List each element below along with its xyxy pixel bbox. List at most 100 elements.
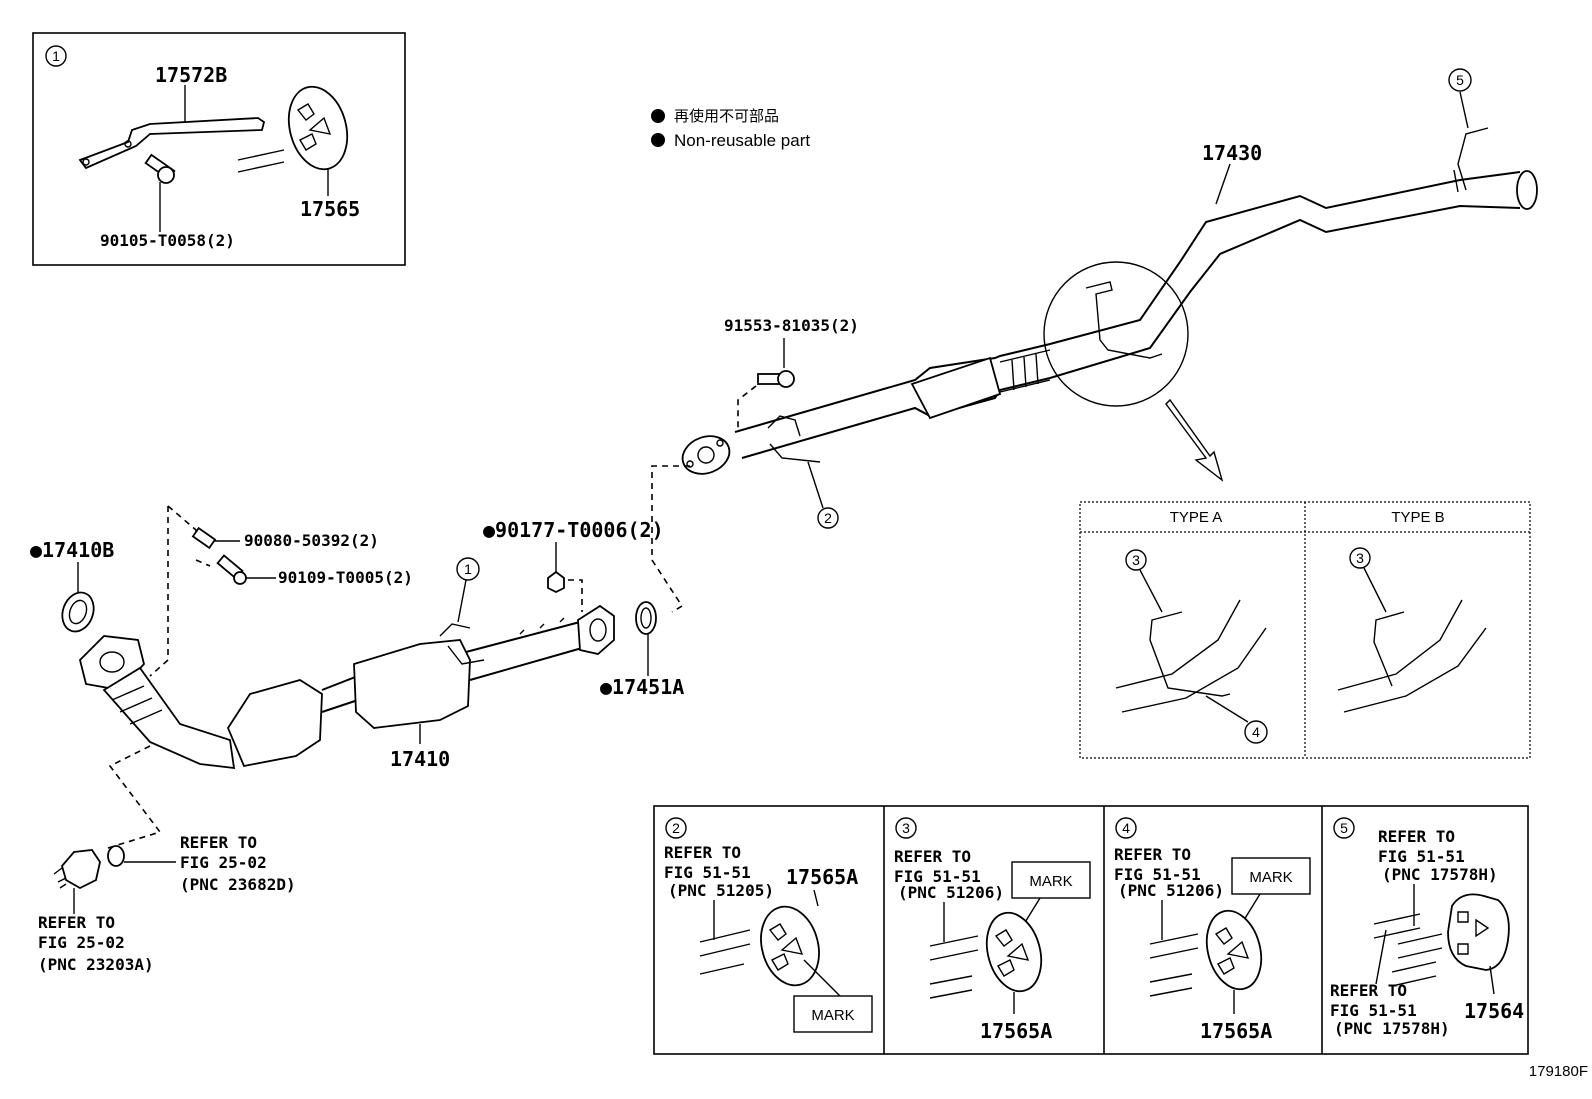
center-catalyst — [910, 356, 1002, 420]
type-b-hanger — [1373, 611, 1405, 687]
b3-rod — [929, 989, 973, 999]
leader-callout-1 — [457, 579, 467, 623]
sensor-refer-l2: FIG 25-02 — [180, 853, 267, 872]
figure-id: 179180F — [1529, 1063, 1588, 1080]
sensor-wires — [53, 867, 67, 889]
dash-stud — [167, 505, 211, 567]
type-b-header: TYPE B — [1391, 509, 1444, 526]
label-17572B: 17572B — [155, 63, 227, 87]
b3-rod — [929, 935, 979, 947]
flex-section — [999, 349, 1051, 393]
type-a-hanger — [1149, 611, 1231, 697]
bolt-head — [157, 166, 175, 184]
nut-90177 — [547, 570, 565, 594]
tail-hanger-2 — [767, 415, 821, 463]
main-catalyst — [353, 639, 471, 729]
callout-3-type-b — [1349, 547, 1371, 569]
leader-4-a — [1205, 695, 1249, 723]
callout-3-type-b-label: 3 — [1356, 550, 1364, 566]
dash-nut — [568, 579, 583, 612]
b5-rod — [1397, 933, 1443, 945]
callout-1-main — [456, 557, 480, 581]
rear-flange-bore — [589, 618, 607, 642]
gasket-17410B — [61, 591, 95, 633]
b5-refer-l3: (PNC 17578H) — [1382, 865, 1498, 884]
b2-part: 17565A — [786, 865, 858, 889]
b3-mark-box — [1011, 861, 1091, 899]
rear-flange — [577, 604, 615, 655]
tail-hanger-5 — [1453, 127, 1489, 193]
leader-callout-2 — [807, 461, 824, 509]
b5-rod — [1391, 961, 1437, 973]
callout-3-type-a-label: 3 — [1132, 552, 1140, 568]
sensor2-refer-l2: FIG 25-02 — [38, 933, 125, 952]
dash-front-flange — [149, 506, 169, 677]
flange-hole — [716, 439, 724, 447]
b5-rod — [1373, 927, 1421, 939]
b4-refer-l2: FIG 51-51 — [1114, 865, 1201, 884]
callout-1-main-label: 1 — [464, 561, 472, 577]
type-a-header: TYPE A — [1170, 509, 1223, 526]
b4-mark: MARK — [1249, 869, 1292, 886]
type-a-pipe — [1115, 599, 1267, 713]
label-17451A: ●17451A — [600, 675, 684, 699]
b3-mark: MARK — [1029, 873, 1072, 890]
b2-rod — [699, 943, 751, 957]
detail-zoom-circle — [1043, 261, 1189, 407]
callout-2-main-label: 2 — [824, 510, 832, 526]
b3-refer-l3: (PNC 51206) — [898, 883, 1004, 902]
callout-5-main — [1448, 68, 1472, 92]
b4-refer-l1: REFER TO — [1114, 845, 1191, 864]
b2-refer-l1: REFER TO — [664, 843, 741, 862]
bottom-panels — [653, 805, 1529, 1055]
dash-91553 — [737, 385, 757, 432]
b3-hanger-holes — [994, 929, 1030, 977]
tail-pipe-top — [734, 171, 1521, 433]
b4-hanger-holes — [1214, 927, 1250, 975]
leader-3-b — [1363, 567, 1387, 613]
callout-1-inset — [45, 45, 67, 67]
zoom-hanger — [1085, 281, 1163, 359]
b2-refer-l2: FIG 51-51 — [664, 863, 751, 882]
dash-sensor — [107, 745, 162, 849]
detail-arrow — [1165, 398, 1224, 482]
b2-leader-mark — [803, 959, 841, 997]
b4-mark-box — [1231, 857, 1311, 895]
tail-pipe-flange — [681, 435, 731, 475]
front-pipe-flex — [111, 685, 163, 725]
b4-rod — [1149, 987, 1193, 997]
label-91553: 91553-81035(2) — [724, 316, 859, 335]
non-reusable-dot — [651, 133, 665, 147]
callout-3-type-a — [1125, 549, 1147, 571]
oxygen-sensor — [61, 849, 101, 890]
b3-rod — [929, 975, 973, 985]
callout-2-main — [817, 507, 839, 529]
b5-hanger-17564 — [1447, 893, 1510, 971]
bracket-hole — [124, 140, 132, 148]
b2-hanger — [760, 905, 820, 987]
b5-hanger-holes — [1457, 911, 1490, 955]
b5-refer-l5: FIG 51-51 — [1330, 1001, 1417, 1020]
callout-5-panel — [1333, 817, 1355, 839]
label-90080: 90080-50392(2) — [244, 531, 379, 550]
b3-hanger — [985, 911, 1043, 993]
label-17565: 17565 — [300, 197, 360, 221]
b5-rod — [1373, 913, 1421, 925]
b3-refer-l1: REFER TO — [894, 847, 971, 866]
b5-leader-part — [1489, 965, 1495, 995]
leader-17430 — [1215, 163, 1231, 205]
flange-hole — [686, 460, 694, 468]
gasket-17451A — [635, 601, 657, 635]
b4-leader-mark — [1243, 893, 1261, 921]
b4-rod — [1149, 973, 1193, 983]
b5-refer-l4: REFER TO — [1330, 981, 1407, 1000]
callout-4-type-a — [1244, 720, 1268, 744]
sensor2-refer-l1: REFER TO — [38, 913, 115, 932]
sensor-gasket — [107, 845, 125, 867]
bolt-90109-head — [233, 571, 247, 585]
b2-rod — [699, 963, 745, 975]
front-connector — [321, 674, 359, 713]
b2-rod — [699, 929, 751, 943]
tail-pipe-outlet — [1516, 170, 1538, 210]
